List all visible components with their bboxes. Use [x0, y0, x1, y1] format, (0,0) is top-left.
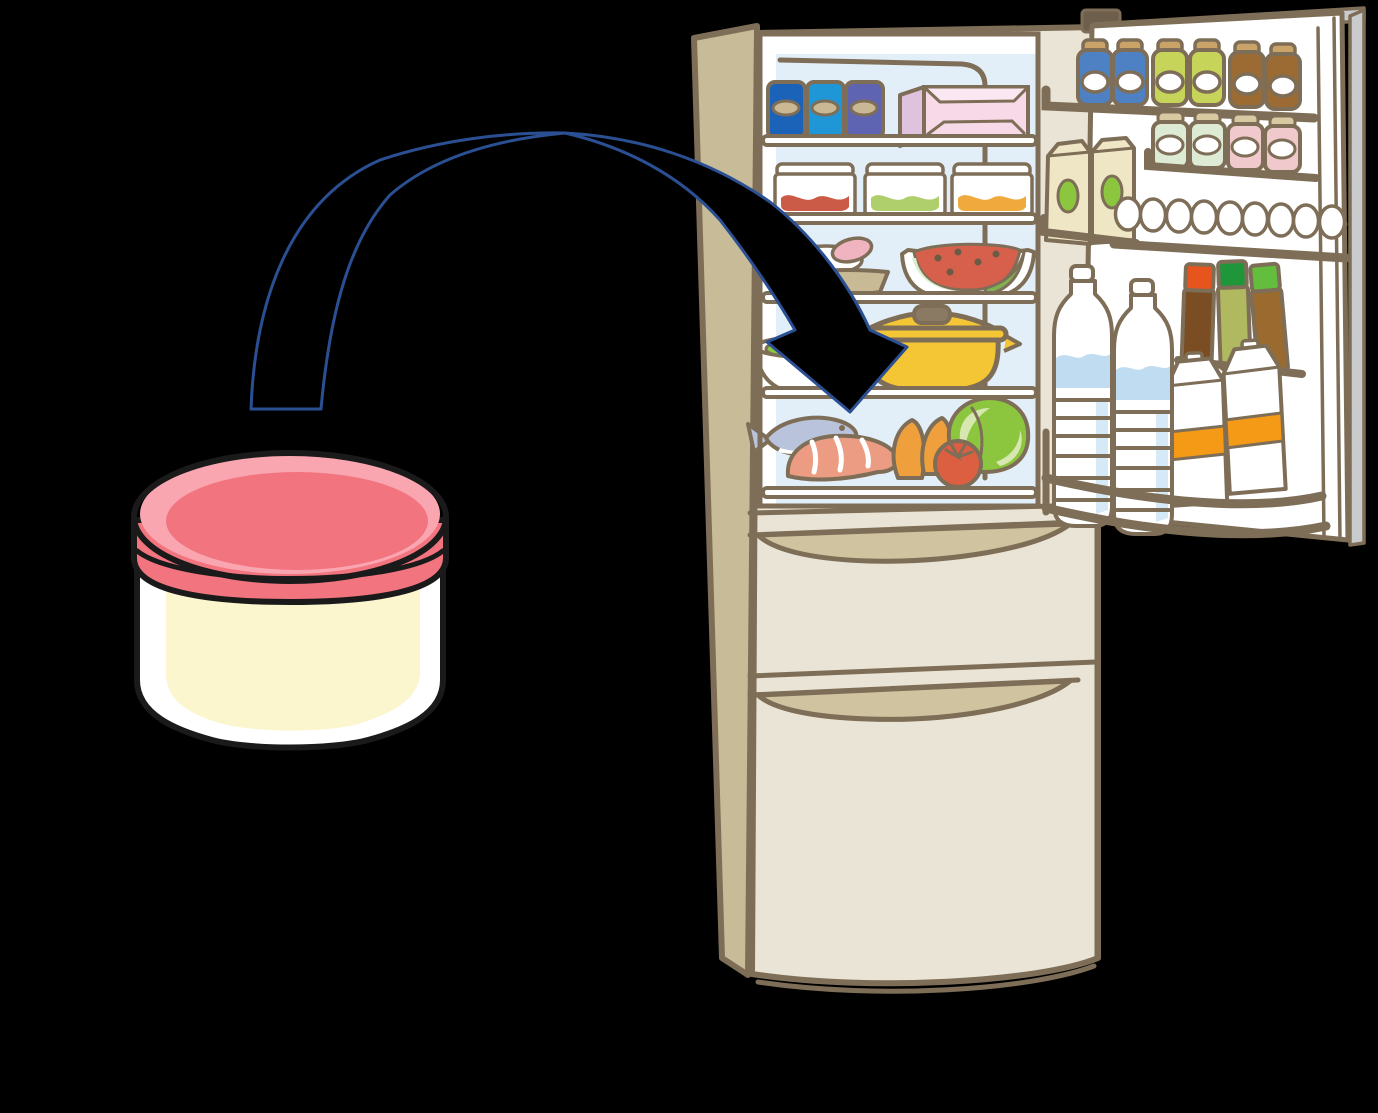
fridge-interior [746, 31, 1041, 509]
shelf-bar-1 [761, 134, 1038, 147]
tomato [933, 439, 983, 489]
brown-jar [1228, 40, 1266, 109]
shelf-fresh-food [746, 396, 1031, 489]
watermelon-bowl [900, 242, 1036, 302]
egg [1317, 204, 1347, 240]
pink-jar [1226, 112, 1265, 172]
egg-rail-front [1109, 239, 1351, 263]
beverage-carton [1090, 136, 1136, 245]
egg [1164, 198, 1194, 234]
door-right-edge [1348, 8, 1366, 547]
blue-jar [1076, 38, 1114, 107]
door-cartons [1044, 136, 1136, 246]
jar-lid-top [166, 472, 428, 570]
shelf-pouches [766, 80, 1030, 148]
purple-pouch [844, 80, 885, 140]
egg [1113, 196, 1143, 232]
door-eggs [1113, 196, 1347, 240]
drawer-1-handle [755, 521, 1073, 564]
door-frame-line-2 [1332, 16, 1342, 542]
fridge-door [1040, 6, 1366, 547]
yellow-green-jar [1151, 38, 1189, 107]
egg [1240, 201, 1270, 237]
beverage-carton [1044, 139, 1092, 246]
fridge-bottom-line [755, 963, 1097, 994]
door-frame-line-1 [1316, 26, 1326, 538]
door-jars-top [1076, 38, 1302, 111]
blue-jar [1111, 38, 1149, 107]
pink-box [898, 85, 1030, 148]
storage-jar [131, 450, 449, 751]
light-blue-pouch [805, 80, 846, 140]
container-red-food [773, 162, 857, 217]
refrigerator [691, 6, 1366, 994]
shelf-bar-2 [761, 212, 1038, 225]
door-rail-2 [1144, 148, 1320, 182]
milk-carton [1221, 338, 1288, 496]
watermelon-seeds [934, 248, 1000, 276]
door-pocket-rails [1041, 428, 1331, 539]
blue-pouch [766, 80, 807, 140]
egg [1266, 202, 1296, 238]
yellow-green-jar [1188, 38, 1226, 107]
water-bottle [1052, 264, 1114, 528]
egg [1189, 199, 1219, 235]
shelf-bar-5 [761, 486, 1038, 499]
carton-rail [1040, 214, 1140, 247]
water-bottle [1112, 278, 1174, 536]
container-orange-food [950, 162, 1034, 217]
shelf-containers [773, 162, 1034, 217]
arrow-shape [249, 131, 909, 414]
pale-green-jar [1188, 110, 1227, 170]
insert-arrow [249, 131, 909, 414]
jar-lid-outline [131, 450, 449, 584]
shelf-bar-4 [761, 386, 1038, 399]
door-rail-1 [1041, 85, 1319, 123]
brown-jar [1264, 42, 1302, 111]
egg [1138, 197, 1168, 233]
pale-green-jar [1151, 110, 1190, 170]
door-water-bottles [1052, 264, 1174, 536]
container-green-food [863, 162, 947, 217]
egg [1215, 200, 1245, 236]
egg [1291, 203, 1321, 239]
drawer-2-handle [755, 678, 1073, 722]
pink-jar [1263, 114, 1302, 174]
lower-drawer-2 [747, 677, 1081, 722]
door-milk-cartons [1165, 338, 1288, 508]
lower-drawer-1 [747, 519, 1099, 679]
milk-carton [1165, 351, 1230, 508]
shrimp [785, 433, 900, 482]
